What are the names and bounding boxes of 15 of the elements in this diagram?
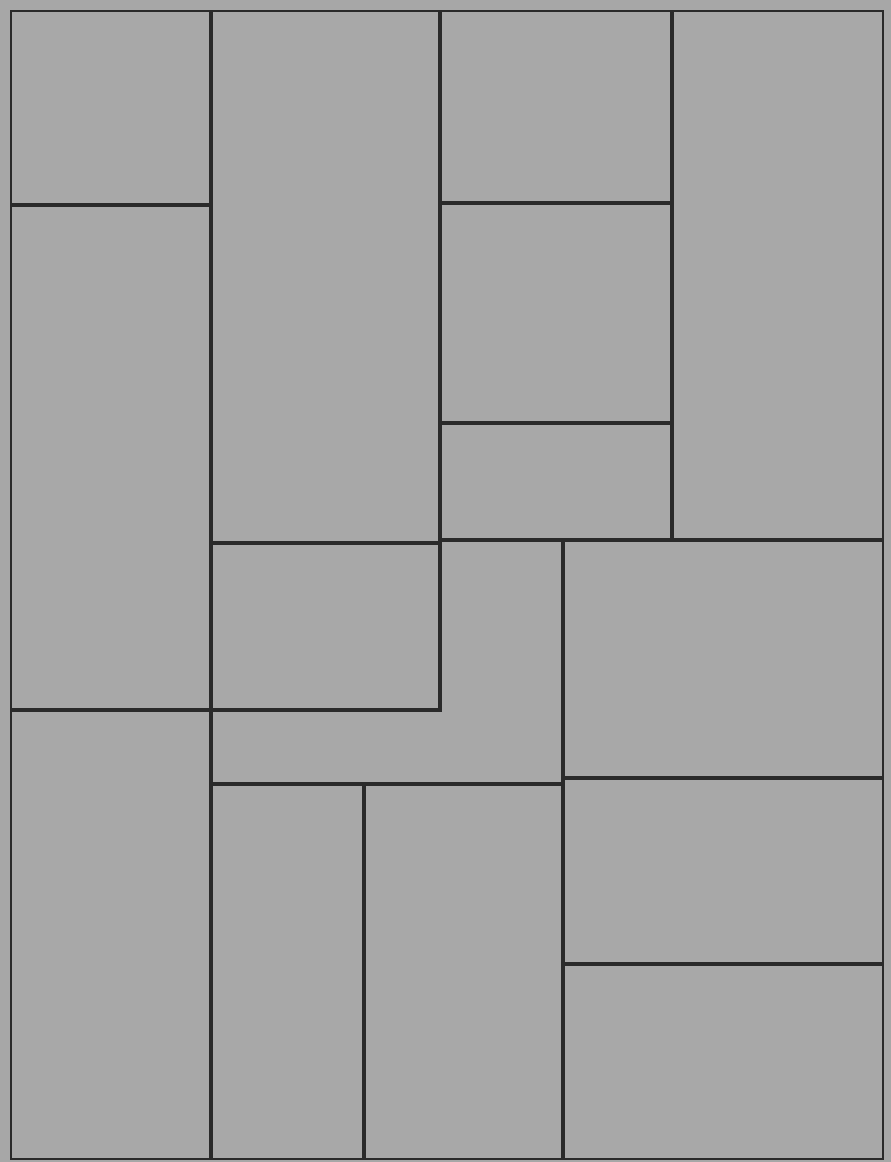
outlined-panel — [364, 784, 563, 1160]
outlined-panel — [440, 10, 672, 203]
outlined-panel — [563, 778, 884, 964]
outlined-panel — [672, 10, 884, 540]
outlined-panel — [211, 784, 364, 1160]
outlined-panel — [10, 10, 211, 205]
outlined-panel — [440, 203, 672, 423]
outlined-panel — [211, 10, 440, 543]
outlined-panel — [10, 205, 211, 710]
outlined-panel — [211, 543, 440, 710]
outlined-panel — [563, 540, 884, 778]
outlined-panel — [563, 964, 884, 1160]
outlined-panel — [10, 710, 211, 1160]
outlined-panel — [440, 423, 672, 540]
outlined-panel — [211, 540, 563, 784]
